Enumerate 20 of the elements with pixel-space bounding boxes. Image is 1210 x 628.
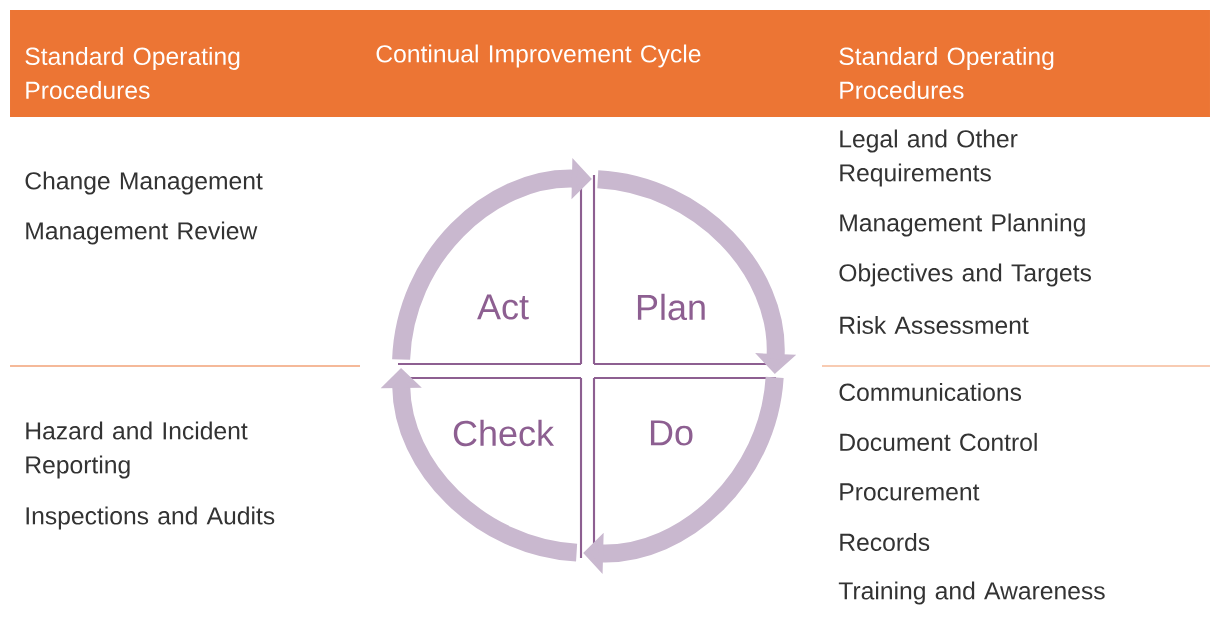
list-item: Change Management [25,171,263,195]
list-item: Objectives and Targets [839,263,1091,287]
list-item: Hazard and Incident Reporting [26,421,248,479]
list-item: Management Planning [840,213,1085,237]
list-item: Inspections and Audits [26,506,275,530]
list-item: Procurement [840,483,980,501]
quadrant: Do [592,376,776,558]
list-item: Training and Awareness [838,581,1105,605]
list-item: Document Control [840,432,1037,452]
quadrant: Plan [592,175,776,366]
list-item: Records [840,532,930,552]
list-item: Legal and Other Requirements [840,129,1018,187]
column-heading: Standard Operating Procedures [25,46,240,100]
list-item: Management Review [26,221,258,245]
column-heading: Standard Operating Procedures [839,46,1054,100]
column-heading: Continual Improvement Cycle [376,44,701,68]
list-item: Communications [839,382,1022,402]
list-item: Risk Assessment [840,315,1029,335]
quadrant: Act [398,175,583,366]
quadrant: Check [398,376,583,558]
